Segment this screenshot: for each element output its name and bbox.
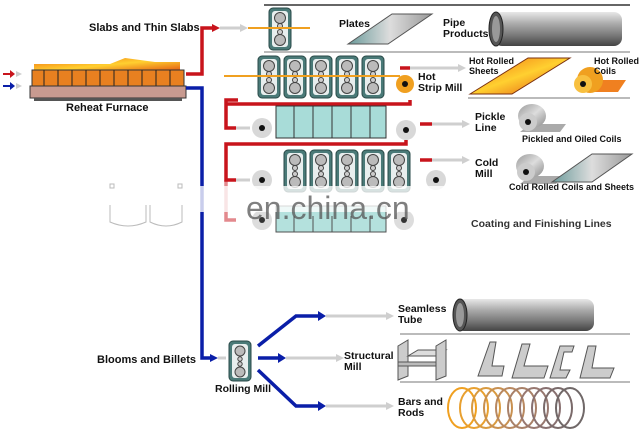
reheat-furnace-label: Reheat Furnace [66, 102, 149, 114]
hot-strip-mill-label: Hot Strip Mill [418, 72, 462, 94]
coating-finishing-label: Coating and Finishing Lines [471, 218, 612, 230]
pickle-line-label: Pickle Line [475, 112, 505, 134]
cold-rolled-sheet-icon [550, 153, 634, 183]
hot-rolled-coils-label: Hot Rolled Coils [594, 56, 639, 76]
rolling-mill-label: Rolling Mill [215, 383, 271, 395]
bloom-flow-lines [186, 86, 318, 408]
hot-sheets-line1: Hot Rolled [469, 56, 514, 66]
pickle-label-line1: Pickle [475, 111, 506, 123]
rolling-mill-stand-icon [228, 340, 252, 382]
hot-coil-reel-icon [396, 75, 414, 93]
seamless-tube-icon [452, 298, 594, 332]
pickled-coil-icon [518, 104, 566, 132]
hot-rolled-sheets-label: Hot Rolled Sheets [469, 56, 514, 76]
hot-strip-label-line2: Strip Mill [418, 82, 463, 94]
cold-mill-label: Cold Mill [475, 158, 498, 180]
plate-icon [346, 13, 434, 45]
seamless-tube-label: Seamless Tube [398, 304, 446, 326]
seamless-line2: Tube [398, 314, 423, 326]
pickle-exit-reel-icon [396, 120, 416, 140]
pipe-label-line2: Products [443, 28, 489, 40]
cold-mill-stands [283, 149, 411, 193]
bars-rods-label: Bars and Rods [398, 397, 443, 419]
bloom-arrow-heads [210, 311, 326, 411]
blooms-label: Blooms and Billets [97, 354, 197, 366]
faded-vessels [109, 183, 183, 227]
hot-rolled-sheet-icon [468, 57, 572, 95]
pickle-tank-icon [275, 105, 387, 139]
structural-line2: Mill [344, 361, 362, 373]
structural-line1: Structural [344, 350, 394, 362]
bars-line1: Bars and [398, 396, 443, 408]
pickle-label-line2: Line [475, 122, 497, 134]
plates-label: Plates [339, 18, 370, 30]
watermark-band [100, 186, 640, 212]
hot-coils-line1: Hot Rolled [594, 56, 639, 66]
pipe-icon [488, 11, 622, 47]
hot-coils-line2: Coils [594, 66, 617, 76]
hot-strip-label-line1: Hot [418, 71, 436, 83]
arrow-head [212, 24, 220, 32]
bars-line2: Rods [398, 407, 425, 419]
grey-arrows [218, 26, 462, 408]
pickled-oiled-coils-label: Pickled and Oiled Coils [522, 134, 622, 144]
pipe-products-label: Pipe Products [443, 18, 489, 40]
furnace-input-arrows [3, 70, 22, 90]
cold-rolled-label: Cold Rolled Coils and Sheets [509, 182, 635, 192]
slabs-label: Slabs and Thin Slabs [89, 22, 200, 34]
structural-mill-label: Structural Mill [344, 351, 394, 373]
bars-and-rods-coils-icon [447, 387, 585, 429]
grey-arrow-heads [240, 24, 470, 410]
reheat-furnace-icon [29, 58, 187, 101]
cold-label-line1: Cold [475, 157, 499, 169]
hot-sheets-line2: Sheets [469, 66, 499, 76]
seamless-line1: Seamless [398, 303, 447, 315]
hot-rolled-coil-icon [574, 67, 626, 93]
cold-label-line2: Mill [475, 168, 493, 180]
hot-flow-lines [186, 26, 432, 222]
pipe-label-line1: Pipe [443, 17, 466, 29]
structural-shapes-icon [397, 339, 615, 381]
pickle-entry-reel-icon [252, 118, 272, 138]
watermark: en.china.cn [246, 190, 410, 226]
